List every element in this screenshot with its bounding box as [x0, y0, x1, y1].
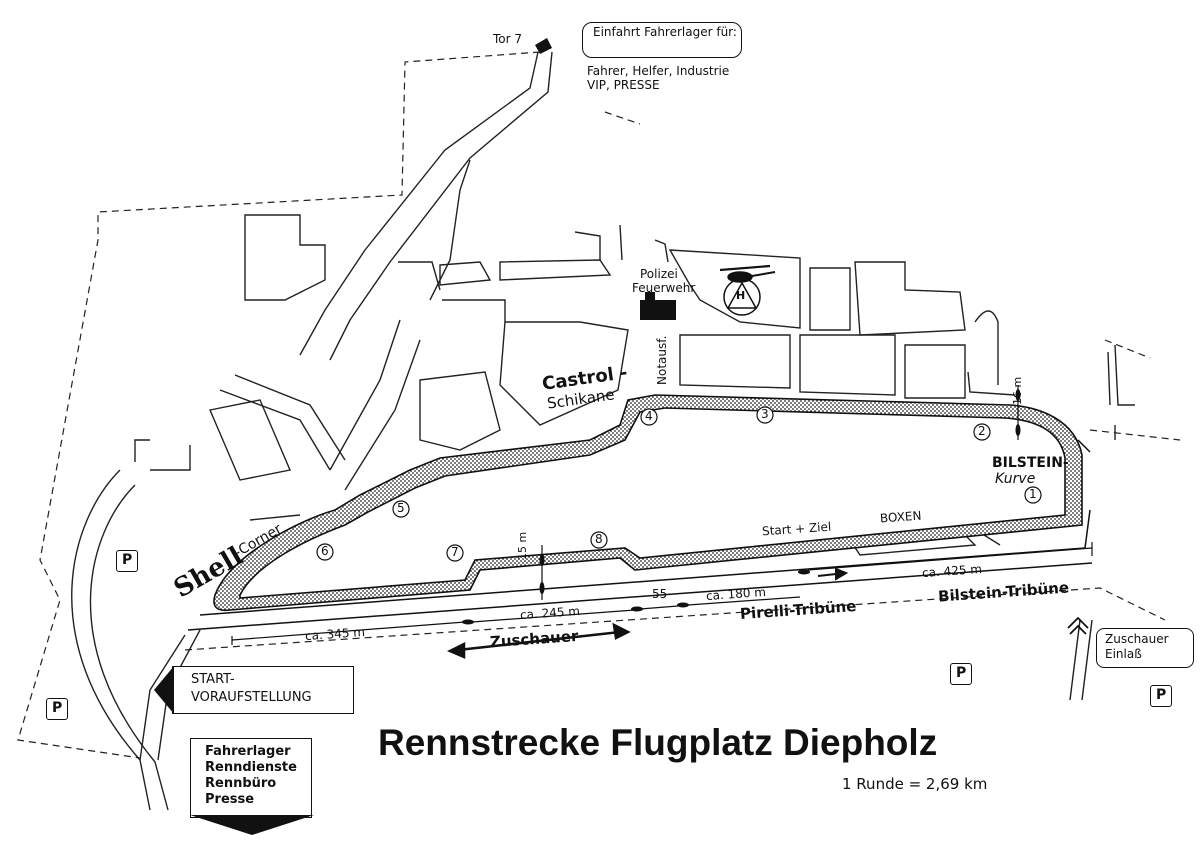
entry-callout: Einfahrt Fahrerlager für:	[582, 22, 742, 58]
corner-6: 6	[321, 544, 329, 558]
width-16: 16 m	[1011, 376, 1024, 405]
fire-label: Feuerwehr	[632, 281, 696, 295]
gate-label: Tor 7	[493, 32, 523, 46]
parking-letter: P	[1156, 687, 1167, 703]
spectator-arrow	[447, 622, 631, 659]
parking-letter: P	[956, 665, 967, 681]
helipad-letter: H	[736, 289, 746, 302]
main-straight	[187, 439, 1093, 631]
perimeter-fence	[17, 51, 1181, 759]
corner-5: 5	[397, 501, 405, 515]
police-label: Polizei	[640, 267, 678, 281]
emergency-exit-label: Notausf.	[655, 335, 669, 385]
paddock-line-2: Renndienste	[205, 760, 297, 775]
entry-line-2: VIP, PRESSE	[587, 78, 660, 92]
entry-heading: Einfahrt Fahrerlager für:	[593, 25, 737, 39]
direction-arrow	[817, 567, 849, 581]
width-15: 15 m	[516, 531, 529, 560]
start-grid-line-1: START-	[191, 672, 235, 687]
lap-length: 1 Runde = 2,69 km	[842, 775, 988, 793]
curve-label: Kurve	[995, 471, 1036, 487]
paddock-line-4: Presse	[205, 792, 255, 807]
parking-sign: P	[950, 663, 972, 685]
paddock-line-3: Rennbüro	[205, 776, 277, 791]
page-title: Rennstrecke Flugplatz Diepholz	[378, 722, 938, 763]
paddock-box: Fahrerlager Renndienste Rennbüro Presse	[190, 738, 312, 818]
parking-sign: P	[1150, 685, 1172, 707]
corner-4: 4	[645, 409, 653, 423]
spectator-gate-icon	[1067, 616, 1089, 635]
spectator-entry-box: Zuschauer Einlaß	[1096, 628, 1194, 668]
parking-sign: P	[46, 698, 68, 720]
bilstein-curve-label: BILSTEIN-	[992, 455, 1069, 471]
paddock-line-1: Fahrerlager	[205, 744, 291, 759]
distance-55: 55	[652, 587, 668, 601]
paddock-arrow-icon	[190, 815, 314, 835]
police-building	[640, 300, 676, 320]
spectator-entry-line-2: Einlaß	[1105, 647, 1142, 661]
corner-3: 3	[761, 407, 769, 421]
corner-markers	[316, 406, 1042, 562]
corner-8: 8	[595, 532, 603, 546]
gate-icon	[535, 38, 552, 54]
spectator-entry-line-1: Zuschauer	[1105, 632, 1169, 646]
start-grid-arrow-icon	[154, 666, 174, 714]
parking-letter: P	[122, 552, 133, 568]
helipad-icon	[719, 264, 776, 316]
parking-sign: P	[116, 550, 138, 572]
corner-7: 7	[451, 545, 459, 559]
corner-1: 1	[1029, 487, 1037, 501]
corner-2: 2	[978, 424, 986, 438]
dimension-markers	[462, 389, 1021, 625]
start-grid-box: START- VORAUFSTELLUNG	[172, 666, 354, 714]
start-grid-line-2: VORAUFSTELLUNG	[191, 690, 312, 705]
police-building-annex	[645, 292, 655, 300]
pits-label: BOXEN	[879, 508, 922, 526]
parking-letter: P	[52, 700, 63, 716]
entry-line-1: Fahrer, Helfer, Industrie	[587, 64, 730, 78]
